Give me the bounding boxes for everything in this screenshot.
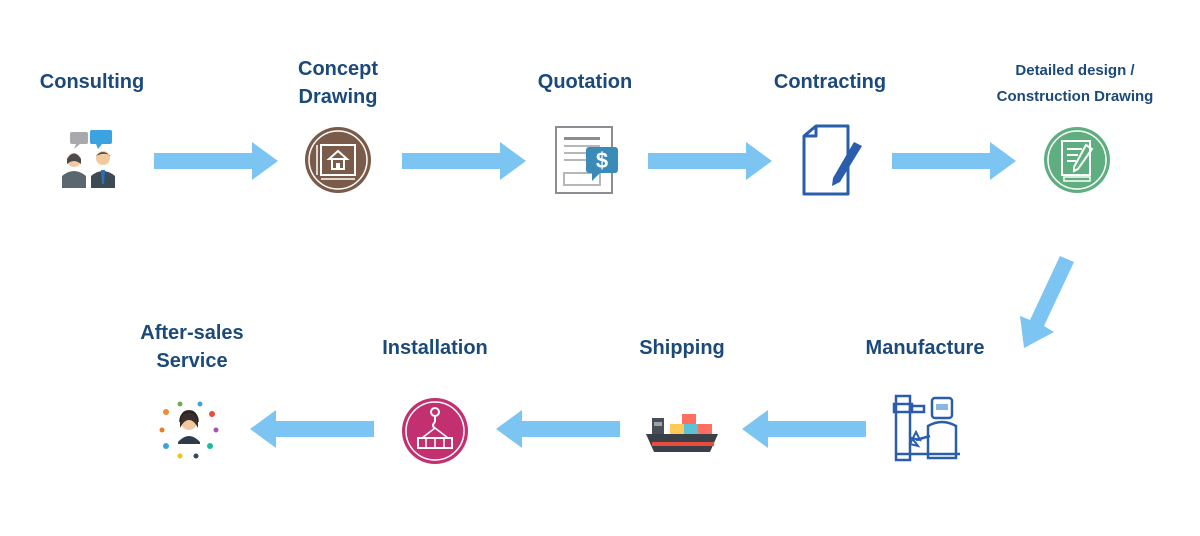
step-label-shipping: Shipping (639, 337, 725, 359)
flow-arrow-left (496, 410, 620, 448)
step-label-quotation: Quotation (537, 71, 633, 93)
customer-service-agent-icon (159, 401, 219, 459)
flow-arrow-down (1020, 256, 1074, 348)
flow-arrow-right (402, 142, 526, 180)
step-label-after-sales: After-sales Service (140, 322, 244, 372)
flow-arrow-right (892, 142, 1016, 180)
flow-arrow-left (742, 410, 866, 448)
flow-arrow-left (250, 410, 374, 448)
cargo-ship-icon (646, 414, 718, 452)
quotation-document-dollar-icon: $ (555, 126, 618, 194)
crane-hook-icon (402, 398, 468, 464)
welder-worker-icon (892, 394, 960, 462)
blueprint-house-icon (305, 127, 371, 193)
flow-arrow-right (154, 142, 278, 180)
consulting-people-icon (62, 130, 115, 188)
flow-arrow-right (648, 142, 772, 180)
step-label-detailed-design: Detailed design / Construction Drawing (996, 62, 1154, 105)
step-label-manufacture: Manufacture (865, 337, 985, 359)
step-label-consulting: Consulting (39, 71, 145, 93)
step-label-concept-drawing: Concept Drawing (298, 58, 378, 108)
svg-text:$: $ (596, 148, 608, 173)
contract-document-pen-icon (802, 124, 862, 196)
step-label-contracting: Contracting (773, 71, 887, 93)
step-label-installation: Installation (382, 337, 488, 359)
construction-drawing-icon (1044, 127, 1110, 193)
